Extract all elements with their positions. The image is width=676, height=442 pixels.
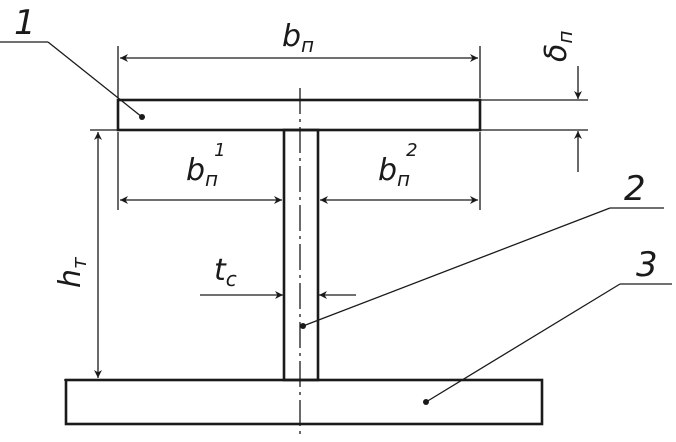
rib-height-label: hт: [53, 256, 91, 288]
flange-right-label: bп2: [378, 140, 418, 191]
flange-width-label: bп: [282, 19, 314, 57]
leader-part-1: 1: [0, 3, 145, 120]
leader-part-3: 3: [423, 245, 672, 405]
dimension-flange-left: bп1: [117, 132, 282, 210]
top-flange: [116, 98, 482, 132]
dimension-web-thickness: tс: [200, 253, 356, 299]
dimension-rib-height: hт: [53, 132, 102, 381]
flange-thickness-label: δп: [539, 31, 577, 62]
part-1-label: 1: [14, 3, 36, 43]
dimension-flange-right: bп2: [320, 132, 481, 210]
web-thickness-label: tс: [214, 253, 237, 291]
leader-part-2: 2: [300, 169, 664, 329]
part-3-label: 3: [636, 245, 658, 285]
flange-left-label: bп1: [186, 140, 226, 191]
part-2-label: 2: [624, 169, 646, 209]
bottom-plate: [64, 378, 544, 426]
dimension-flange-thickness: δп: [90, 31, 588, 172]
dimension-flange-width: bп: [117, 19, 481, 98]
web-plate: [282, 128, 320, 382]
